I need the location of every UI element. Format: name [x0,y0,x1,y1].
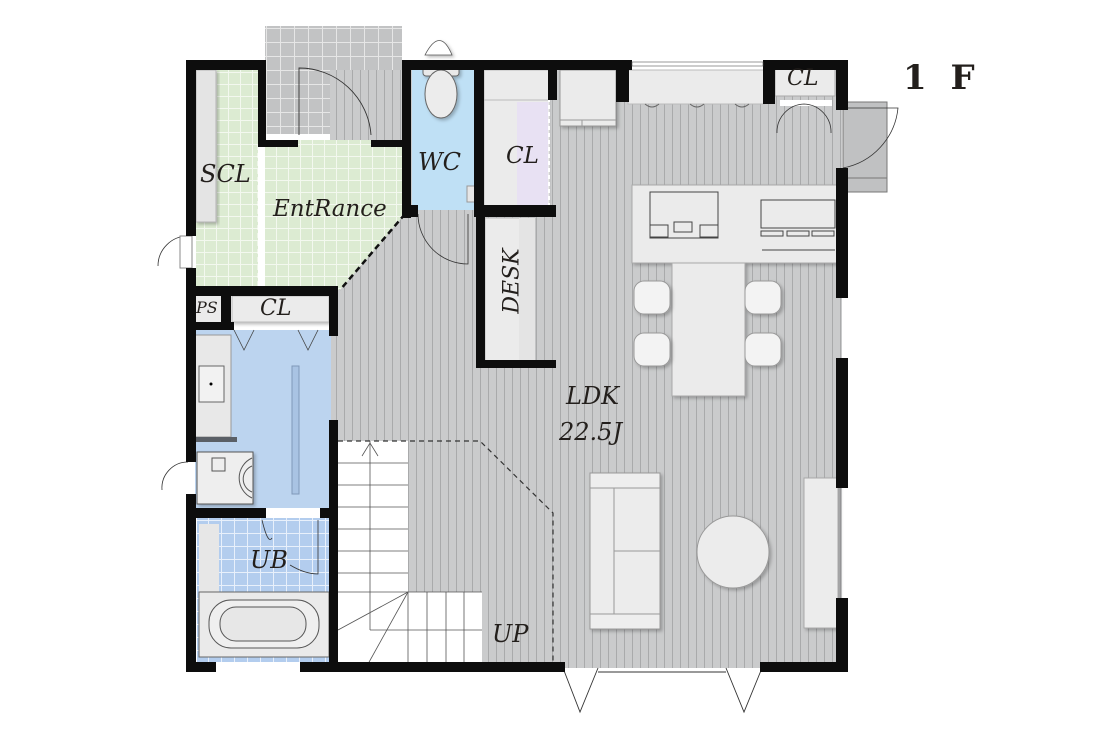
pipe-space [195,296,221,324]
bay-window [562,667,763,714]
room-label-ub: UB [250,546,288,574]
scl-shelf [195,69,217,223]
stove-icon [760,199,836,229]
dining-chairs [633,280,782,367]
room-label-cl-kitchen: CL [787,66,819,91]
side-door-step [842,101,888,193]
entrance-floor [265,140,405,290]
dining-table [671,262,746,397]
walls [186,60,848,672]
coffee-table [696,515,770,589]
room-label-ldk-size: 22.5J [559,418,623,446]
sink-icon [649,191,719,239]
sofa [589,472,661,630]
room-label-entrance: EntRance [273,196,387,222]
kitchen-island [631,184,840,264]
room-label-ldk: LDK [566,382,620,410]
room-label-desk: DESK [499,248,525,314]
fridge [559,69,617,127]
stairs-up-label: UP [492,620,529,648]
room-label-cl-wash: CL [260,296,292,321]
back-counter [627,69,765,105]
toilet-icon [422,40,460,119]
entrance-door [298,67,372,136]
staircase [337,440,554,668]
room-label-scl: SCL [200,160,251,188]
wc-sink [466,185,476,203]
porch [265,26,402,66]
room-label-cl-hall: CL [506,143,539,169]
closet-wash [231,295,330,323]
washing-machine [196,451,254,505]
room-label-wc: WC [418,148,462,176]
floor-title: 1 F [903,58,981,98]
tv-board [803,477,839,629]
room-label-ps: PS [196,298,218,317]
